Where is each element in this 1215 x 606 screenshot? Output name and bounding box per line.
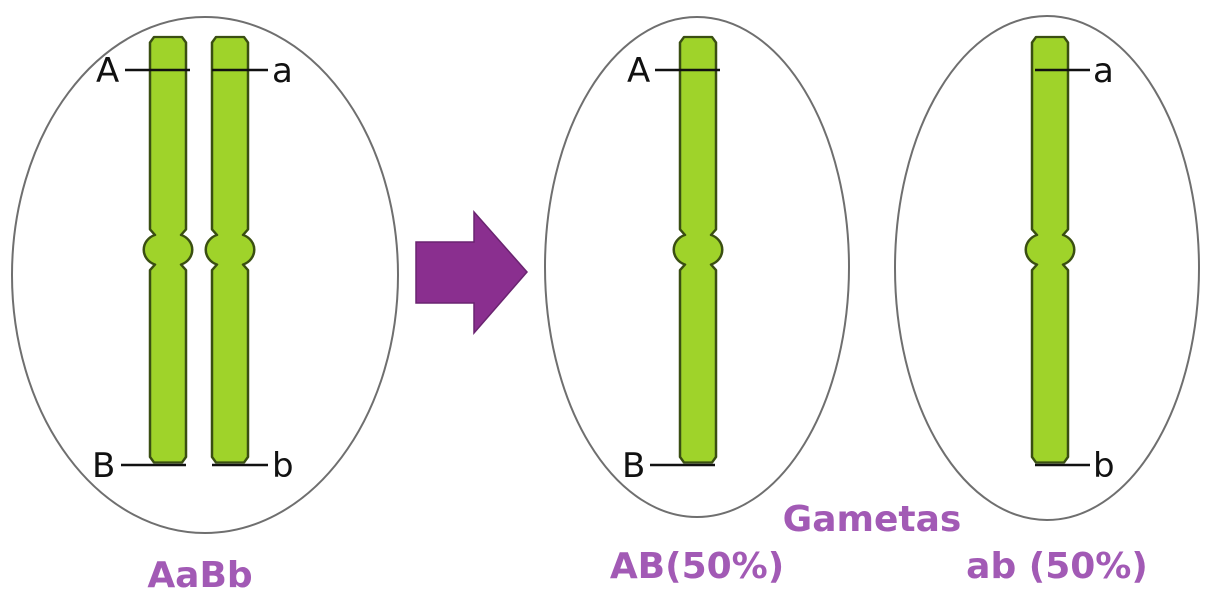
gamete-cell-1: A B xyxy=(544,16,850,518)
gametes-heading: Gametas xyxy=(783,499,962,540)
allele-b-parent: b xyxy=(272,446,294,486)
allele-B-parent: B xyxy=(92,446,115,486)
allele-A-parent: A xyxy=(96,51,119,91)
parent-cell-outline xyxy=(11,16,399,534)
gamete-1-chromosome xyxy=(672,35,724,464)
allele-a-gamete-2: a xyxy=(1093,51,1114,91)
gamete-1-outline xyxy=(544,16,850,518)
allele-A-gamete-1: A xyxy=(627,51,650,91)
parent-cell: A a B b xyxy=(11,16,399,534)
gamete-2-label: ab (50%) xyxy=(966,546,1148,587)
allele-b-gamete-2: b xyxy=(1093,446,1115,486)
gamete-2-outline xyxy=(894,15,1200,521)
allele-a-parent: a xyxy=(272,51,293,91)
gamete-2-chromosome xyxy=(1024,35,1076,464)
allele-B-gamete-1: B xyxy=(622,446,645,486)
chromosome-left xyxy=(142,35,194,464)
chromosome-right xyxy=(204,35,256,464)
gamete-1-label: AB(50%) xyxy=(610,546,784,587)
genotype-label: AaBb xyxy=(147,555,252,596)
gamete-cell-2: a b xyxy=(894,15,1200,521)
right-arrow-icon xyxy=(415,210,528,336)
